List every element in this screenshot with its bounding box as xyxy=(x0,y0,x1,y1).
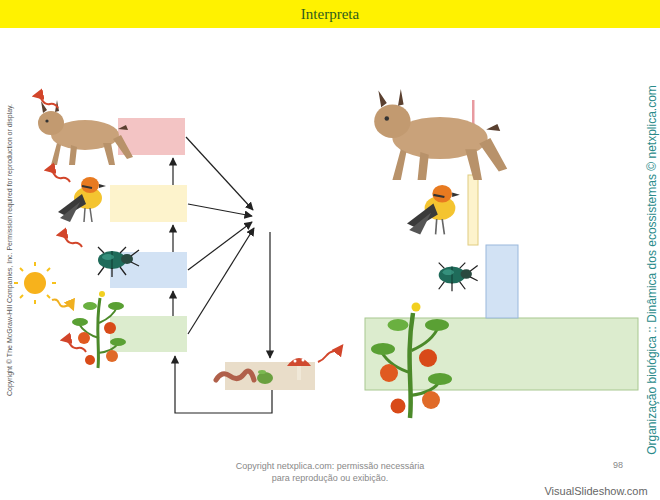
slide-title: Interpreta xyxy=(301,6,359,23)
copyright-note: Copyright © The McGraw-Hill Companies, I… xyxy=(6,104,13,396)
source-note: Organização biológica :: Dinâmica dos ec… xyxy=(645,85,659,455)
slide-number: 98 xyxy=(613,460,623,470)
copyright-footer: Copyright netxplica.com: permissão neces… xyxy=(235,460,425,484)
watermark: VisualSlideshow.com xyxy=(544,485,647,497)
